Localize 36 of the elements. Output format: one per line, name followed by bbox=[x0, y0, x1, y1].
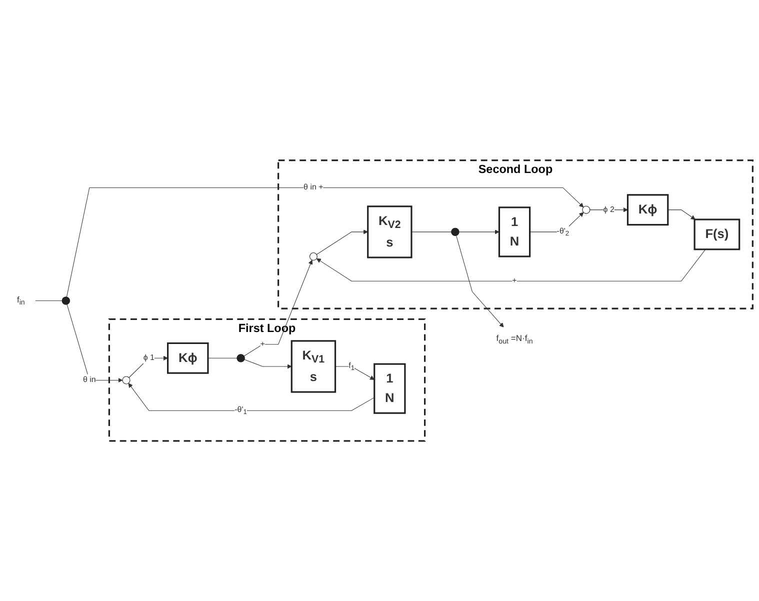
arrow bbox=[458, 230, 500, 234]
node-box: K$_{V1}$ s bbox=[290, 340, 336, 393]
arrow bbox=[530, 212, 584, 232]
arrow bbox=[456, 235, 504, 328]
node-box: 1 N bbox=[374, 363, 406, 414]
node-circle bbox=[582, 206, 590, 214]
node-box: K$_{V2}$ s bbox=[367, 206, 412, 258]
edge-label: ϕ 2 bbox=[603, 204, 614, 214]
arrow bbox=[590, 207, 628, 212]
arrow bbox=[244, 359, 292, 369]
edge-label: -θ'$_{2}$ bbox=[556, 226, 570, 237]
node-box: Kϕ bbox=[626, 194, 669, 226]
connector bbox=[35, 300, 62, 301]
edge-label: θ in + bbox=[304, 182, 324, 192]
arrow bbox=[66, 187, 584, 298]
edge-label: + bbox=[260, 339, 265, 348]
arrow bbox=[316, 230, 368, 255]
arrow bbox=[128, 382, 375, 411]
node-box: F(s) bbox=[694, 218, 740, 250]
arrow bbox=[668, 209, 696, 220]
arrow bbox=[66, 304, 123, 382]
edge-label: ϕ 1 bbox=[143, 353, 154, 362]
node-circle bbox=[309, 252, 318, 260]
edge-label: -θ'$_{1}$ bbox=[234, 405, 247, 416]
arrow bbox=[244, 260, 313, 356]
arrow bbox=[128, 356, 168, 378]
edge-label: θ in bbox=[82, 375, 96, 384]
node-circle bbox=[122, 376, 130, 384]
node-text: f$_{out}$ =N·f$_{in}$ bbox=[496, 334, 533, 345]
arrow bbox=[335, 366, 375, 380]
edge-label: + bbox=[512, 276, 517, 286]
node-box: Kϕ bbox=[167, 342, 209, 374]
arrow bbox=[316, 249, 706, 282]
edge-label: f$_{1}$ bbox=[348, 360, 355, 372]
node-box: 1 N bbox=[498, 206, 531, 258]
node-text: f$_{in}$ bbox=[16, 295, 25, 306]
